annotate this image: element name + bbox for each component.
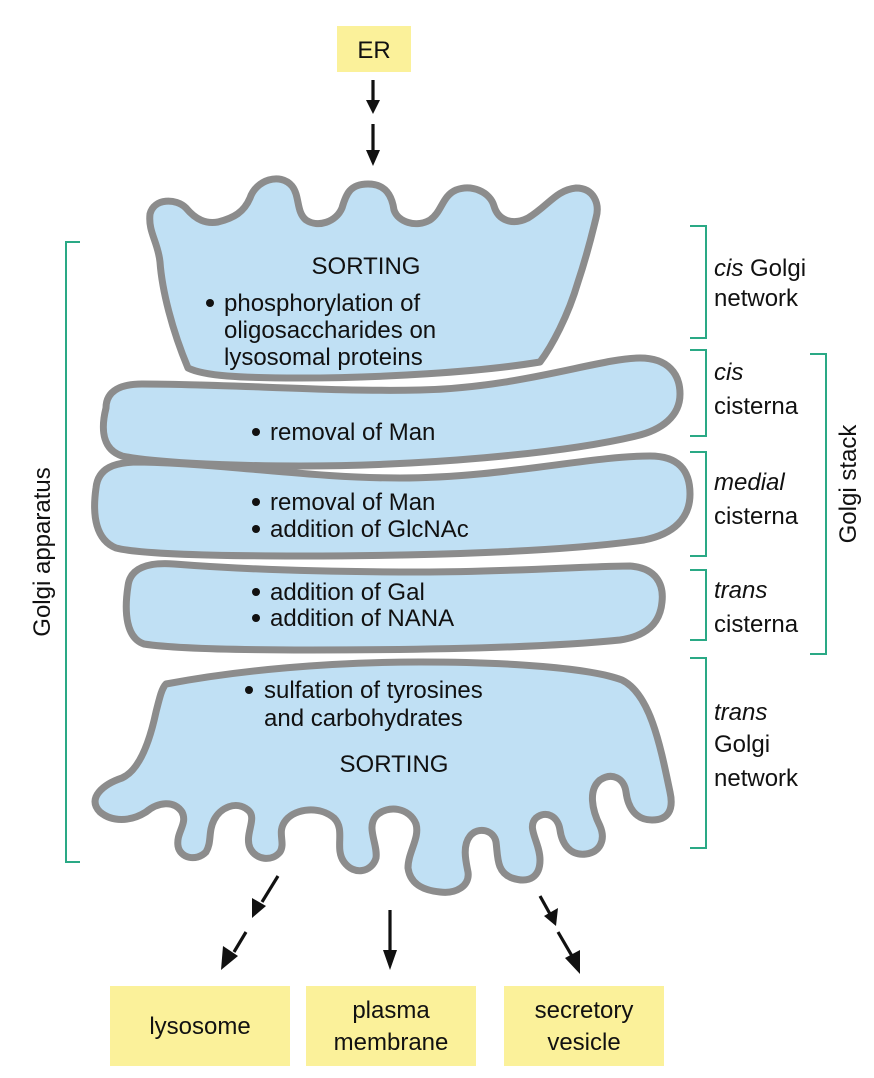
medial-cisterna-label: medial <box>714 469 785 496</box>
plasma-membrane-arrow <box>383 910 397 970</box>
secretory-vesicle-label-2: vesicle <box>547 1029 620 1056</box>
cis-network-bracket: cis Golgi network <box>690 225 806 339</box>
cis-cisterna-label-line2: cisterna <box>714 393 799 420</box>
trans-golgi-network <box>91 658 675 896</box>
secretory-vesicle-box: secretory vesicle <box>504 986 664 1066</box>
er-arrow <box>366 80 380 166</box>
secretory-vesicle-label-1: secretory <box>535 997 634 1024</box>
cis-network-line-3: lysosomal proteins <box>224 344 423 371</box>
trans-network-sorting: SORTING <box>340 751 449 778</box>
medial-cisterna-bracket: medial cisterna <box>690 451 799 557</box>
trans-network-line-2: and carbohydrates <box>264 705 463 732</box>
trans-network-label-line3: network <box>714 765 799 792</box>
medial-cisterna-label-line2: cisterna <box>714 503 799 530</box>
cis-network-label: cis Golgi <box>714 255 806 282</box>
trans-cisterna-label: trans <box>714 577 767 604</box>
medial-cisterna <box>91 452 694 560</box>
cis-network-line-1: phosphorylation of <box>224 290 420 317</box>
trans-cisterna-text: addition of Gal addition of NANA <box>252 579 454 632</box>
trans-cisterna-bracket: trans cisterna <box>690 569 799 641</box>
trans-network-line-1: sulfation of tyrosines <box>264 677 483 704</box>
golgi-stack-bracket: Golgi stack <box>810 353 862 655</box>
trans-network-label: trans <box>714 699 767 726</box>
cis-cisterna-text: removal of Man <box>252 419 435 446</box>
cis-cisterna-line-1: removal of Man <box>270 419 435 446</box>
plasma-membrane-box: plasma membrane <box>306 986 476 1066</box>
medial-cisterna-line-1: removal of Man <box>270 489 435 516</box>
cis-network-label-line2: network <box>714 285 799 312</box>
cis-cisterna-label: cis <box>714 359 743 386</box>
trans-cisterna <box>122 560 666 654</box>
lysosome-box: lysosome <box>110 986 290 1066</box>
golgi-apparatus-bracket: Golgi apparatus <box>29 241 80 863</box>
trans-network-bracket: trans Golgi network <box>690 657 799 849</box>
cis-cisterna-bracket: cis cisterna <box>690 349 799 437</box>
lysosome-arrow <box>221 875 280 970</box>
er-box: ER <box>337 26 411 72</box>
er-label: ER <box>357 37 390 64</box>
trans-cisterna-line-1: addition of Gal <box>270 579 425 606</box>
trans-network-text: sulfation of tyrosines and carbohydrates… <box>245 677 483 778</box>
plasma-membrane-label-2: membrane <box>334 1029 449 1056</box>
trans-network-label-line2: Golgi <box>714 731 770 758</box>
trans-cisterna-label-line2: cisterna <box>714 611 799 638</box>
golgi-stack-label: Golgi stack <box>835 424 862 544</box>
lysosome-label: lysosome <box>149 1013 250 1040</box>
trans-cisterna-line-2: addition of NANA <box>270 605 454 632</box>
cis-network-text: SORTING phosphorylation of oligosacchari… <box>206 253 436 371</box>
cis-network-sorting: SORTING <box>312 253 421 280</box>
secretory-vesicle-arrow <box>538 895 580 974</box>
medial-cisterna-line-2: addition of GlcNAc <box>270 516 469 543</box>
plasma-membrane-label-1: plasma <box>352 997 430 1024</box>
medial-cisterna-text: removal of Man addition of GlcNAc <box>252 489 469 543</box>
cis-golgi-network <box>146 175 601 382</box>
cis-network-line-2: oligosaccharides on <box>224 317 436 344</box>
golgi-apparatus-label: Golgi apparatus <box>29 467 56 636</box>
